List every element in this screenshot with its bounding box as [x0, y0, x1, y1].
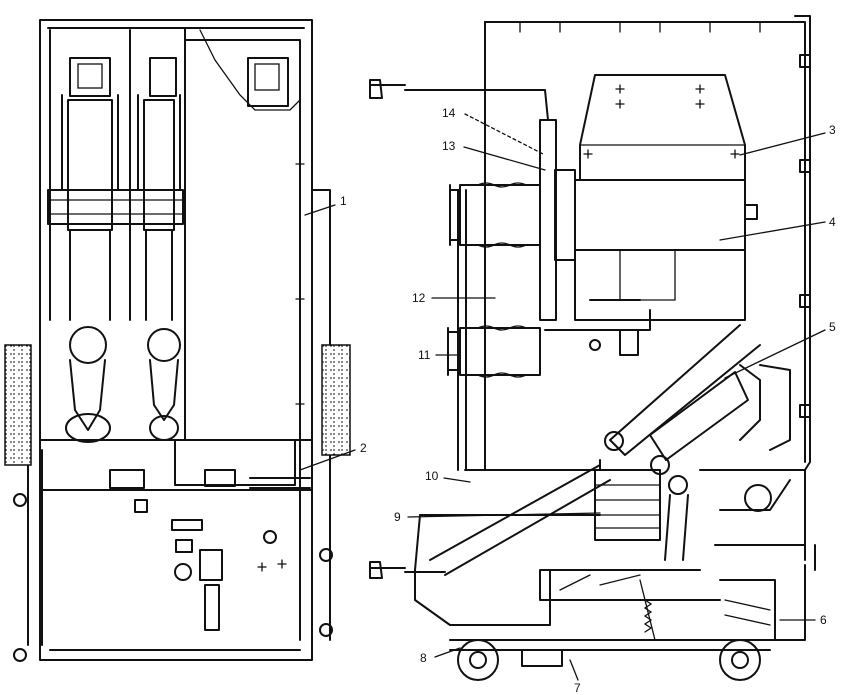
side-view	[369, 15, 816, 681]
label-4: 4	[829, 215, 836, 229]
label-2: 2	[360, 441, 367, 455]
label-7: 7	[574, 681, 581, 695]
label-13: 13	[442, 139, 456, 153]
label-10: 10	[425, 469, 439, 483]
label-6: 6	[820, 613, 827, 627]
callout-labels: 1 2 3 4 5 6 7 8 9 10 12 11 13 14	[340, 106, 836, 695]
label-3: 3	[829, 123, 836, 137]
label-5: 5	[829, 320, 836, 334]
label-8: 8	[420, 651, 427, 665]
label-1: 1	[340, 194, 347, 208]
front-view	[4, 19, 351, 662]
leader-lines	[299, 113, 826, 681]
label-11: 11	[418, 348, 431, 362]
label-14: 14	[442, 106, 456, 120]
label-9: 9	[394, 510, 401, 524]
label-12: 12	[412, 291, 426, 305]
